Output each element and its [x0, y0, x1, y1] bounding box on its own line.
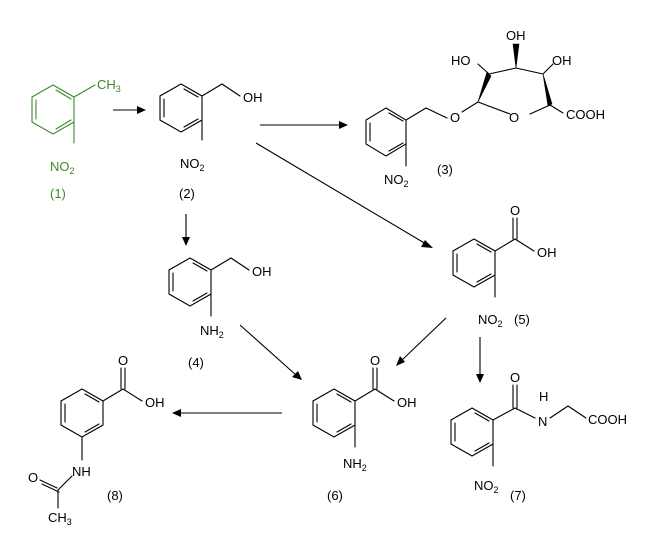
compound-number: (7): [510, 488, 526, 503]
hydroxyl-label: OH: [397, 395, 417, 410]
ether-oxygen-label: O: [450, 110, 460, 125]
compound-number: (2): [179, 186, 195, 201]
carbonyl-oxygen-label: O: [370, 353, 380, 368]
hydroxyl-1-label: HO: [451, 53, 471, 68]
acetyl-oxygen-label: O: [28, 470, 38, 485]
compound-4: OH NH2 (4): [168, 257, 272, 370]
carboxyl-label: COOH: [588, 412, 627, 427]
arrow-6-to-8: [172, 409, 282, 417]
arrow-5-to-6: [396, 317, 447, 366]
arrow-2-to-4: [182, 214, 190, 246]
compound-number: (1): [50, 186, 66, 201]
compound-number: (6): [327, 488, 343, 503]
hydroxyl-label: OH: [243, 90, 263, 105]
reaction-arrows: [113, 106, 484, 417]
amide-nh-label: NH: [72, 464, 91, 479]
compound-number: (4): [188, 355, 204, 370]
carboxyl-label: COOH: [566, 107, 605, 122]
compound-number: (5): [514, 312, 530, 327]
amide-n-label: N: [538, 414, 547, 429]
nitro-label: NO2: [478, 312, 503, 329]
arrow-2-to-5: [255, 142, 433, 248]
hydroxyl-label: OH: [145, 395, 165, 410]
arrow-5-to-7: [476, 337, 484, 383]
ring-oxygen-label: O: [509, 110, 519, 125]
compound-number: (8): [107, 488, 123, 503]
compound-8: O OH NH O CH3 (8): [28, 353, 165, 527]
nitro-label: NO2: [474, 478, 499, 495]
methyl-label: CH3: [97, 77, 121, 94]
arrow-4-to-6: [239, 324, 302, 380]
hydroxyl-label: OH: [252, 264, 272, 279]
carbonyl-oxygen-label: O: [510, 203, 520, 218]
arrow-1-to-2: [113, 106, 146, 114]
compound-6: O OH NH2 (6): [312, 353, 417, 503]
compound-2: OH NO2 (2): [159, 83, 263, 201]
amide-h-label: H: [539, 389, 548, 404]
methyl-label: CH3: [48, 510, 72, 527]
arrow-2-to-3: [260, 121, 348, 129]
carbonyl-oxygen-label: O: [510, 370, 520, 385]
nitro-label: NO2: [50, 159, 75, 176]
carbonyl-oxygen-label: O: [118, 353, 128, 368]
amino-label: NH2: [343, 456, 367, 473]
compound-7: O H N COOH NO2 (7): [450, 370, 627, 503]
compound-1: CH3 NO2 (1): [31, 77, 121, 201]
compound-3: O O HO OH OH COOH NO2 (3): [365, 28, 605, 189]
amino-label: NH2: [200, 323, 224, 340]
compound-5: O OH NO2 (5): [452, 203, 557, 329]
nitro-label: NO2: [384, 172, 409, 189]
hydroxyl-3-label: OH: [552, 53, 572, 68]
nitro-label: NO2: [180, 156, 205, 173]
hydroxyl-label: OH: [537, 245, 557, 260]
compound-number: (3): [437, 162, 453, 177]
hydroxyl-2-label: OH: [506, 28, 526, 43]
